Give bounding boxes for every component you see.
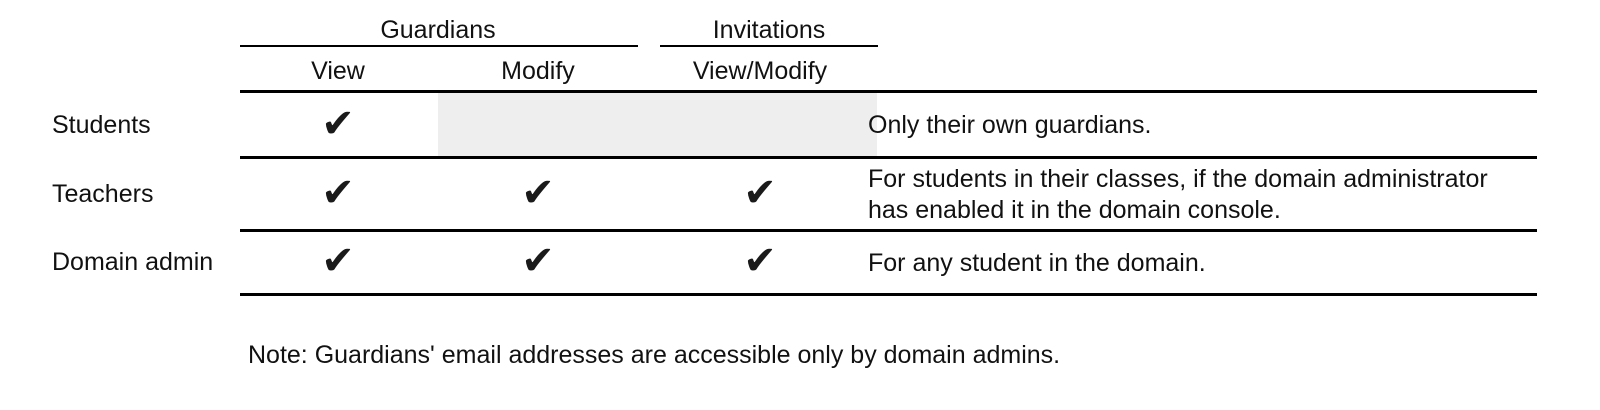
column-header-guardians-view: View — [311, 57, 365, 85]
group-rule-guardians — [240, 45, 638, 47]
group-rule-invitations — [660, 45, 878, 47]
row-note-domain-admin: For any student in the domain. — [868, 249, 1206, 277]
table-footnote: Note: Guardians' email addresses are acc… — [248, 341, 1061, 369]
group-header-invitations: Invitations — [712, 16, 826, 44]
check-icon-teachers-guardians-modify: ✔ — [521, 170, 555, 216]
table-rule-after-students — [240, 156, 1537, 159]
row-label-domain-admin: Domain admin — [52, 248, 214, 276]
row-students-shaded-cells — [438, 93, 877, 156]
table-rule-after-teachers — [240, 229, 1537, 232]
check-icon-domain-admin-guardians-view: ✔ — [321, 238, 355, 284]
check-icon-domain-admin-guardians-modify: ✔ — [521, 238, 555, 284]
check-icon-domain-admin-invitations-view-modify: ✔ — [743, 238, 777, 284]
check-icon-students-guardians-view: ✔ — [321, 101, 355, 147]
check-icon-teachers-guardians-view: ✔ — [321, 170, 355, 216]
row-label-students: Students — [52, 111, 151, 139]
row-label-teachers: Teachers — [52, 180, 154, 208]
row-note-teachers: For students in their classes, if the do… — [868, 165, 1488, 224]
row-note-students: Only their own guardians. — [868, 111, 1152, 139]
check-icon-teachers-invitations-view-modify: ✔ — [743, 170, 777, 216]
column-header-guardians-modify: Modify — [501, 57, 575, 85]
table-rule-top — [240, 90, 1537, 93]
group-header-guardians: Guardians — [380, 16, 496, 44]
column-header-invitations-view-modify: View/Modify — [692, 57, 828, 85]
table-rule-bottom — [240, 293, 1537, 296]
